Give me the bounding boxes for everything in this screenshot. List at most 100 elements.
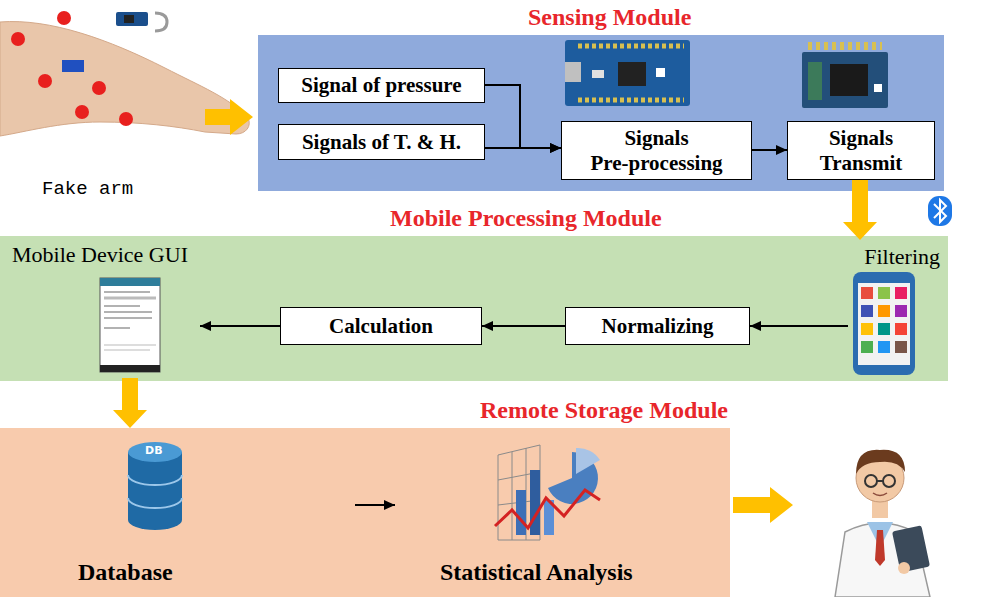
arrow-head	[550, 143, 561, 153]
connector-line	[485, 147, 561, 149]
node-label: Filtering	[864, 244, 940, 269]
arduino-board-picture-part	[656, 68, 665, 77]
text-word: H.	[439, 130, 461, 154]
doctor-picture-part	[875, 530, 885, 566]
process-box-part: Signals of T. & H.	[302, 130, 461, 154]
text-word: Statistical	[440, 559, 541, 585]
text-word: Module	[583, 205, 662, 231]
doctor-picture-part	[856, 450, 905, 474]
text-word: of	[371, 130, 389, 154]
smartphone-picture-part	[895, 341, 907, 353]
arduino-board-picture	[565, 40, 690, 106]
arrow-head	[200, 321, 211, 331]
connector-arrow	[200, 321, 280, 331]
text-word: Signals	[302, 130, 366, 154]
database-cylinder-part	[128, 475, 182, 485]
database-cylinder-part	[128, 452, 182, 530]
smartphone-picture-part	[858, 283, 910, 365]
statistics-chart-icon	[495, 445, 600, 540]
process-box-part: Signals Transmit	[796, 126, 926, 174]
node-label: Database	[78, 559, 173, 587]
text-word: Filtering	[864, 244, 940, 269]
node-label: Statistical Analysis	[440, 559, 633, 587]
flow-arrow	[843, 180, 877, 240]
database-cylinder-part	[128, 442, 182, 462]
smartphone-picture-part	[878, 323, 890, 335]
text-word: Remote	[480, 397, 559, 423]
text-word: Normalizing	[602, 314, 714, 338]
icon-text: DB	[145, 444, 163, 457]
process-box-part: Normalizing	[602, 314, 714, 338]
statistics-chart-icon-part	[576, 448, 600, 474]
fake-arm-picture-part	[116, 12, 148, 26]
module-title: Sensing Module	[528, 4, 691, 32]
smartphone-picture-part	[861, 323, 873, 335]
arrow-head	[776, 145, 787, 155]
bluetooth-symbol-part	[934, 200, 946, 222]
doctor-picture-part	[877, 480, 883, 482]
connector-arrow	[485, 143, 561, 153]
doctor-picture-part	[883, 475, 895, 487]
doctor-picture	[835, 450, 930, 597]
text-word: Processing	[468, 205, 577, 231]
arrow-head	[482, 321, 493, 331]
process-box-part: Signals Pre-processing	[570, 126, 743, 174]
fake-arm-picture-part	[57, 11, 71, 25]
connector-line	[482, 325, 565, 327]
text-word: Mobile	[390, 205, 462, 231]
arduino-board-picture-part	[565, 40, 690, 106]
arduino-board-picture-part	[565, 62, 581, 82]
smartphone-picture-part	[878, 287, 890, 299]
statistics-chart-icon-part	[498, 445, 540, 540]
smartphone-picture-part	[895, 305, 907, 317]
process-box: Normalizing	[565, 307, 750, 345]
bluetooth-symbol	[928, 196, 952, 226]
bluetooth-symbol-part	[928, 196, 952, 226]
input-arrow-part	[205, 99, 253, 135]
smartphone-picture-part	[878, 341, 890, 353]
connector-line	[485, 85, 561, 148]
smartphone-picture-part	[895, 287, 907, 299]
text-word: Sensing	[528, 4, 607, 30]
app-screenshot-picture-part	[104, 291, 150, 293]
connector-arrow	[752, 145, 787, 155]
app-screenshot-picture-part	[100, 278, 160, 286]
doctor-picture-part	[892, 525, 930, 572]
doctor-picture-part	[898, 562, 910, 574]
text-word: Module	[649, 397, 728, 423]
box-label: Signals Pre-processing	[570, 126, 743, 174]
module-title: Mobile Processing Module	[390, 205, 662, 233]
statistics-chart-icon-part	[495, 490, 600, 528]
app-screenshot-picture-part	[100, 278, 160, 372]
box-label: Signals of T. & H.	[302, 130, 461, 154]
doctor-picture-part	[873, 493, 887, 496]
arduino-board-picture-part	[618, 62, 646, 86]
process-box-part: Calculation	[329, 314, 433, 338]
text-word: &	[417, 130, 435, 154]
process-box: Signals of T. & H.	[278, 124, 485, 160]
text-word: Fake	[42, 178, 88, 200]
app-screenshot-picture-part	[104, 327, 130, 329]
app-screenshot-picture-part	[100, 365, 160, 372]
bluetooth-module-picture-part	[808, 42, 882, 50]
output-arrow-part	[733, 487, 793, 523]
text-word: Module	[613, 4, 692, 30]
text-word: GUI	[149, 242, 188, 267]
text-word: pressure	[385, 73, 461, 97]
text-word: Storage	[565, 397, 644, 423]
fake-arm-picture-part	[119, 112, 133, 126]
fake-arm-picture-part	[124, 15, 134, 23]
arduino-board-picture-part	[578, 44, 684, 49]
text-word: DB	[145, 444, 163, 457]
analysis-node: Statistical Analysis	[395, 435, 660, 590]
arrow-head	[550, 143, 561, 153]
statistics-chart-icon-part	[530, 470, 540, 535]
text-word: Database	[78, 559, 173, 585]
database-node: Database	[70, 435, 355, 590]
output-arrow	[733, 487, 793, 523]
module-band: Mobile Processing ModuleMobile Device GU…	[0, 236, 948, 381]
app-screenshot-picture-part	[104, 317, 152, 319]
app-screenshot-picture-part	[104, 297, 156, 300]
